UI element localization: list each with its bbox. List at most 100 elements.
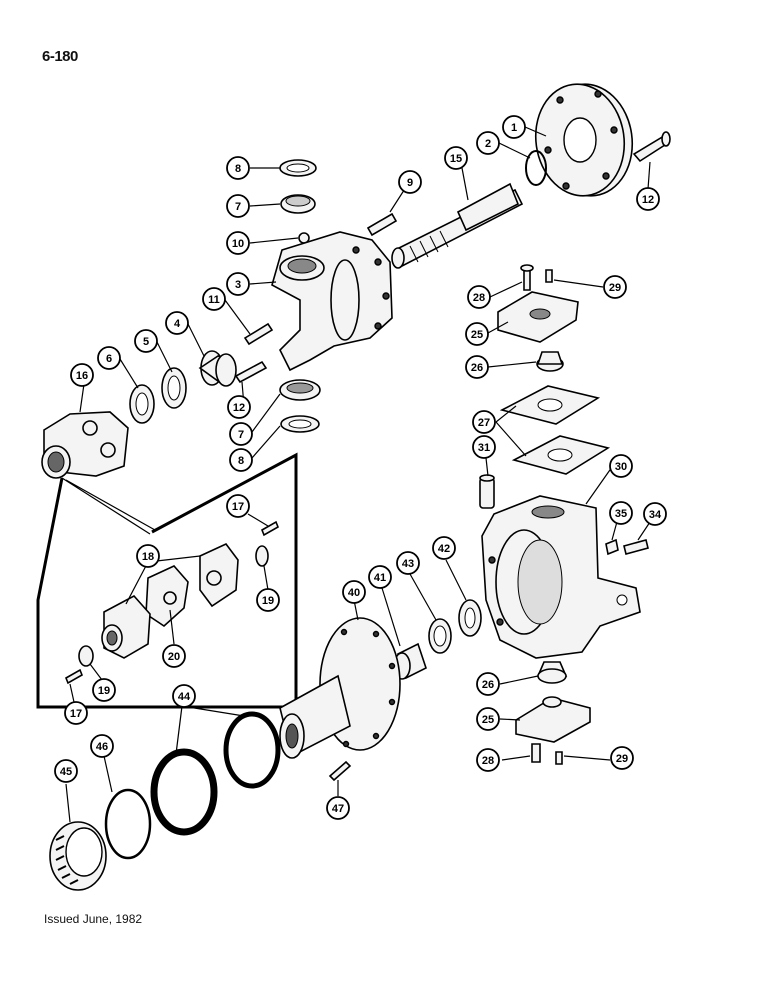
callout-20: 20 xyxy=(162,644,186,668)
svg-text:35: 35 xyxy=(615,508,627,520)
svg-text:7: 7 xyxy=(238,429,244,441)
callout-2: 2 xyxy=(476,131,500,155)
svg-text:28: 28 xyxy=(473,292,485,304)
callout-7: 7 xyxy=(226,194,250,218)
king-pin-cap-part xyxy=(497,291,579,343)
svg-text:3: 3 xyxy=(235,279,241,291)
seal-part xyxy=(150,748,218,836)
callout-19-lower: 19 xyxy=(92,678,116,702)
svg-text:8: 8 xyxy=(238,455,244,467)
callout-5: 5 xyxy=(134,329,158,353)
svg-text:8: 8 xyxy=(235,163,241,175)
svg-text:40: 40 xyxy=(348,587,360,599)
callout-25: 25 xyxy=(465,322,489,346)
callout-42: 42 xyxy=(432,536,456,560)
callout-47: 47 xyxy=(326,796,350,820)
page-number: 6-180 xyxy=(42,48,78,65)
screw-part xyxy=(260,520,280,537)
universal-joint-part xyxy=(41,411,129,479)
svg-text:45: 45 xyxy=(60,766,72,778)
svg-text:18: 18 xyxy=(142,551,154,563)
svg-text:25: 25 xyxy=(471,329,483,341)
steering-knuckle-part xyxy=(481,495,641,659)
svg-text:27: 27 xyxy=(478,417,490,429)
o-ring-part xyxy=(525,150,547,186)
svg-text:41: 41 xyxy=(374,572,386,584)
callout-17: 17 xyxy=(226,494,250,518)
callout-16: 16 xyxy=(70,363,94,387)
callout-29-lower: 29 xyxy=(610,746,634,770)
callout-46: 46 xyxy=(90,734,114,758)
svg-text:26: 26 xyxy=(482,679,494,691)
callout-26: 26 xyxy=(465,355,489,379)
callout-43: 43 xyxy=(396,551,420,575)
bolt-part xyxy=(234,360,268,384)
svg-text:19: 19 xyxy=(262,595,274,607)
callout-45: 45 xyxy=(54,759,78,783)
svg-text:6: 6 xyxy=(106,353,112,365)
callout-29: 29 xyxy=(603,275,627,299)
screw-part xyxy=(64,668,84,685)
bearing-cone-part xyxy=(536,661,568,684)
callout-28: 28 xyxy=(467,285,491,309)
callout-18: 18 xyxy=(136,544,160,568)
axle-housing-part xyxy=(271,231,393,372)
callout-27: 27 xyxy=(472,410,496,434)
bolt-part xyxy=(328,760,352,782)
svg-text:12: 12 xyxy=(233,402,245,414)
callout-1: 1 xyxy=(502,115,526,139)
issued-date-footer: Issued June, 1982 xyxy=(44,912,143,926)
svg-text:25: 25 xyxy=(482,714,494,726)
svg-text:19: 19 xyxy=(98,685,110,697)
dowel-part xyxy=(479,474,495,509)
callout-44: 44 xyxy=(172,684,196,708)
svg-text:17: 17 xyxy=(232,501,244,513)
bearing-cup-part xyxy=(428,618,452,654)
callout-28-lower: 28 xyxy=(476,748,500,772)
spindle-hub-part xyxy=(279,617,401,759)
svg-text:42: 42 xyxy=(438,543,450,555)
spacer-ring-part xyxy=(104,788,152,860)
svg-text:1: 1 xyxy=(511,122,517,134)
svg-text:26: 26 xyxy=(471,362,483,374)
bearing-cone-part xyxy=(536,351,564,372)
callout-10: 10 xyxy=(226,231,250,255)
callout-26-lower: 26 xyxy=(476,672,500,696)
detail-yoke-part xyxy=(101,543,239,659)
bolt-part xyxy=(243,322,274,346)
callout-12: 12 xyxy=(636,187,660,211)
cap-screw-part xyxy=(531,743,541,763)
svg-text:7: 7 xyxy=(235,201,241,213)
seal-part xyxy=(223,711,281,789)
callout-6: 6 xyxy=(97,346,121,370)
callout-25-lower: 25 xyxy=(476,707,500,731)
splined-shaft-part xyxy=(391,182,524,269)
callout-12-lower: 12 xyxy=(227,395,251,419)
callout-35: 35 xyxy=(609,501,633,525)
callout-3: 3 xyxy=(226,272,250,296)
callout-11: 11 xyxy=(202,287,226,311)
washer-part xyxy=(255,545,269,567)
callout-30: 30 xyxy=(609,454,633,478)
callout-19: 19 xyxy=(256,588,280,612)
svg-text:15: 15 xyxy=(450,153,462,165)
stud-part xyxy=(366,212,398,237)
bolt-part xyxy=(632,131,671,163)
svg-text:17: 17 xyxy=(70,708,82,720)
callout-34: 34 xyxy=(643,502,667,526)
callout-31: 31 xyxy=(472,435,496,459)
callout-41: 41 xyxy=(368,565,392,589)
callout-17-lower: 17 xyxy=(64,701,88,725)
svg-text:12: 12 xyxy=(642,194,654,206)
tapered-bearing-part xyxy=(49,821,107,891)
svg-text:29: 29 xyxy=(609,282,621,294)
svg-text:9: 9 xyxy=(407,177,413,189)
svg-text:10: 10 xyxy=(232,238,244,250)
nut-part xyxy=(605,538,619,556)
svg-text:5: 5 xyxy=(143,336,149,348)
svg-text:44: 44 xyxy=(178,691,191,703)
svg-text:4: 4 xyxy=(174,318,181,330)
leader-lines xyxy=(65,126,651,823)
callout-9: 9 xyxy=(398,170,422,194)
bolt-part xyxy=(623,539,649,555)
